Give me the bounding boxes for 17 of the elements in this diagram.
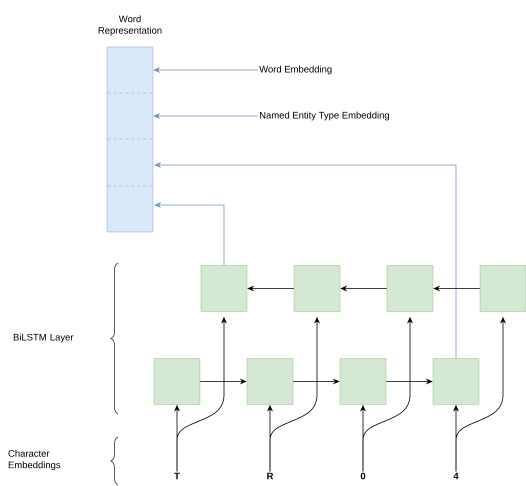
lstm-cell xyxy=(432,358,480,405)
character-label: 4 xyxy=(454,472,459,480)
character-label: 0 xyxy=(360,472,366,480)
input-label: Named Entity Type Embedding xyxy=(260,112,390,120)
lstm-cell xyxy=(294,265,340,312)
lstm-cell xyxy=(200,265,248,312)
layer-label: Character Embeddings xyxy=(8,450,60,470)
lstm-cell xyxy=(340,358,386,405)
character-label: T xyxy=(174,472,180,480)
layer-label: BiLSTM Layer xyxy=(14,334,74,342)
character-label: R xyxy=(267,472,274,480)
input-label: Word Embedding xyxy=(259,66,332,74)
lstm-cell xyxy=(154,358,200,405)
box-heading: Word Representation xyxy=(98,15,162,36)
lstm-cell xyxy=(246,358,294,405)
lstm-cell xyxy=(480,265,526,312)
lstm-cell xyxy=(386,265,434,312)
